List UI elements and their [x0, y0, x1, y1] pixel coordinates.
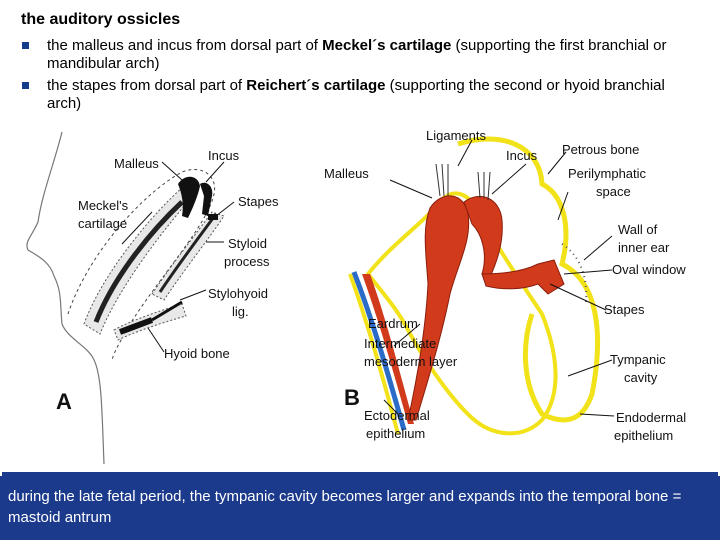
ossicles-figure: Malleus Incus Meckel's cartilage Stapes … [2, 124, 718, 472]
label-perilymph-b-line1: Perilymphatic [568, 166, 647, 181]
label-endodermal-b-line1: Endodermal [616, 410, 687, 425]
hyoid-bone-rod [118, 317, 154, 335]
label-ectodermal-b-line1: Ectodermal [364, 408, 430, 423]
leader-wall-b [583, 235, 613, 261]
bullet-text: (supporting the first branchial or mandi… [47, 37, 667, 72]
panel-letter-b: B [344, 385, 360, 410]
leader-oval-b [563, 269, 613, 275]
label-styloid-a-line2: process [224, 254, 270, 269]
leader-perilymph-b [557, 191, 569, 221]
label-ectodermal-b-line2: epithelium [366, 426, 426, 441]
bullet-bold-term: Reichert´s cartilage [246, 77, 386, 94]
head-profile-outline [26, 131, 105, 465]
leader-ectodermal-b [383, 399, 399, 415]
leader-stylohyoid-a [179, 289, 207, 301]
label-stapes-b: Stapes [604, 302, 645, 317]
label-wall-b-line2: inner ear [618, 240, 670, 255]
bullet-text: the stapes from dorsal part of [47, 77, 247, 94]
stapes-shape-b [481, 259, 565, 295]
panel-letter-a: A [56, 389, 72, 414]
intermediate-mesoderm-layer [362, 274, 414, 424]
bullet-text: (supporting the second or hyoid branchia… [47, 77, 665, 112]
malleus-shape-b [407, 195, 470, 421]
arch-outline-outer [67, 169, 216, 361]
bullet-item-reichert: the stapes from dorsal part of Reichert´… [21, 77, 701, 113]
perilymphatic-space-dots [561, 243, 588, 303]
leader-ligaments-b [457, 139, 473, 167]
leader-meckel-a [121, 211, 153, 245]
ligament-strand [441, 163, 445, 197]
leader-petrous-b [547, 151, 567, 175]
label-wall-b-line1: Wall of [618, 222, 658, 237]
meckel-cartilage-band [83, 185, 199, 335]
incus-shape-b [463, 196, 503, 283]
footer-band [0, 476, 720, 540]
figure-panel: Malleus Incus Meckel's cartilage Stapes … [2, 124, 718, 476]
ossicles-illustration [26, 131, 615, 465]
leader-stapes-b [549, 283, 607, 311]
slide-header: the auditory ossicles the malleus and in… [0, 0, 720, 124]
label-ligaments-b: Ligaments [426, 128, 486, 143]
bullet-bold-term: Meckel´s cartilage [322, 37, 452, 54]
square-bullet-icon [22, 82, 29, 89]
label-meckel-a-line1: Meckel's [78, 198, 129, 213]
bullet-list: the malleus and incus from dorsal part o… [21, 37, 701, 117]
ligament-strand [477, 171, 481, 199]
slide-caption: during the late fetal period, the tympan… [8, 488, 682, 526]
label-styloid-a-line1: Styloid [228, 236, 268, 251]
label-intermediate-b-line2: mesoderm layer [364, 354, 458, 369]
ligament-strand [435, 163, 441, 197]
label-eardrum-b: Eardrum [368, 316, 418, 331]
leader-malleus-b [389, 179, 433, 199]
label-stylohyoid-a-line1: Stylohyoid [208, 286, 268, 301]
square-bullet-icon [22, 42, 29, 49]
label-incus-a: Incus [208, 148, 240, 163]
label-meckel-a-line2: cartilage [78, 216, 128, 231]
label-stapes-a: Stapes [238, 194, 279, 209]
label-intermediate-b-line1: Intermediate [364, 336, 437, 351]
label-endodermal-b-line2: epithelium [614, 428, 674, 443]
ligament-strand [487, 171, 491, 201]
label-stylohyoid-a-line2: lig. [232, 304, 249, 319]
leader-malleus-a [161, 161, 183, 181]
ectodermal-epithelium-line [348, 273, 400, 435]
label-tympanic-b-line1: Tympanic [610, 352, 666, 367]
slide-heading: the auditory ossicles [21, 11, 181, 28]
label-tympanic-b-line2: cavity [624, 370, 658, 385]
bullet-item-meckel: the malleus and incus from dorsal part o… [21, 37, 701, 73]
label-incus-b: Incus [506, 148, 538, 163]
label-perilymph-b-line2: space [596, 184, 631, 199]
leader-tympanic-b [567, 359, 613, 377]
meckel-cartilage-rod [93, 200, 184, 323]
stylohyoid-ligament [151, 300, 183, 322]
label-hyoid-a: Hyoid bone [164, 346, 230, 361]
label-malleus-b: Malleus [324, 166, 369, 181]
leader-stapes-a [215, 201, 235, 217]
leader-eardrum-b [393, 323, 421, 347]
leader-incus-a [205, 161, 225, 183]
inner-ear-epithelium-outline [457, 136, 601, 423]
leader-endodermal-b [579, 413, 615, 417]
styloid-process-rod [158, 213, 218, 293]
stapes-shape-a [208, 214, 218, 220]
incus-shape-a [200, 182, 213, 216]
eardrum-line [351, 271, 407, 431]
bullet-text: the malleus and incus from dorsal part o… [47, 37, 323, 54]
label-malleus-a: Malleus [114, 156, 159, 171]
leader-hyoid-a [147, 327, 165, 353]
leader-incus-b [491, 163, 527, 195]
label-oval-window-b: Oval window [612, 262, 686, 277]
label-petrous-b: Petrous bone [562, 142, 640, 157]
malleus-shape-a [178, 176, 200, 218]
